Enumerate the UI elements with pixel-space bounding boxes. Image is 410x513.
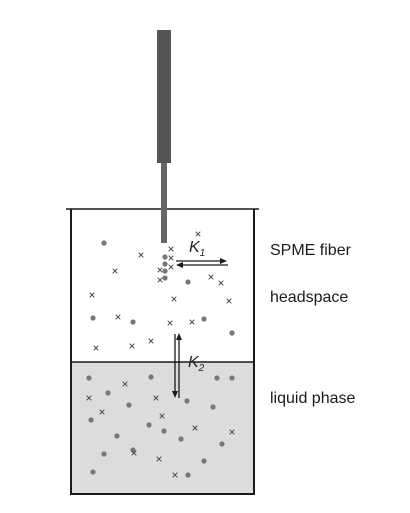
molecule-cross-icon [167,320,173,326]
spme-fiber-label: SPME fiber [270,242,351,259]
molecule-dot-icon [161,428,167,434]
molecule-cross-icon [168,264,174,270]
molecule-layer [86,231,235,478]
molecule-cross-icon [229,429,235,435]
molecule-cross-icon [131,450,137,456]
fiber-needle [161,163,167,243]
molecule-dot-icon [229,330,235,336]
k1-label: K1 [189,239,205,259]
molecule-dot-icon [214,375,220,381]
k2-equilibrium-arrows [172,333,182,398]
molecule-dot-icon [178,436,184,442]
molecule-dot-icon [90,469,96,475]
molecule-cross-icon [156,456,162,462]
molecule-cross-icon [89,292,95,298]
molecule-cross-icon [99,409,105,415]
molecule-dot-icon [101,240,107,246]
molecule-dot-icon [185,472,191,478]
molecule-cross-icon [159,413,165,419]
molecule-cross-icon [86,395,92,401]
molecule-cross-icon [208,274,214,280]
molecule-dot-icon [184,398,190,404]
molecule-cross-icon [112,268,118,274]
molecule-cross-icon [138,252,144,258]
molecule-cross-icon [129,343,135,349]
molecule-dot-icon [162,268,168,274]
molecule-dot-icon [86,375,92,381]
molecule-dot-icon [101,451,107,457]
molecule-dot-icon [146,422,152,428]
fiber-holder [157,30,171,163]
molecule-cross-icon [148,338,154,344]
molecule-cross-icon [93,345,99,351]
molecule-dot-icon [201,458,207,464]
molecule-dot-icon [229,375,235,381]
molecule-cross-icon [172,472,178,478]
molecule-dot-icon [162,275,168,281]
molecule-cross-icon [168,246,174,252]
molecule-cross-icon [168,255,174,261]
molecule-cross-icon [153,395,159,401]
molecule-dot-icon [162,261,168,267]
liquid-phase-label: liquid phase [270,390,356,407]
molecule-dot-icon [219,441,225,447]
molecule-dot-icon [148,374,154,380]
molecule-dot-icon [105,390,111,396]
k2-label: K2 [188,354,205,374]
molecule-dot-icon [130,319,136,325]
molecule-cross-icon [122,381,128,387]
molecule-dot-icon [210,404,216,410]
molecule-dot-icon [114,433,120,439]
molecule-dot-icon [162,254,168,260]
molecule-cross-icon [218,280,224,286]
molecule-cross-icon [226,298,232,304]
k1-equilibrium-arrows [176,258,228,268]
molecule-cross-icon [115,314,121,320]
molecule-dot-icon [90,315,96,321]
molecule-cross-icon [195,231,201,237]
headspace-label: headspace [270,289,349,306]
liquid-phase-region [71,362,254,494]
molecule-dot-icon [126,402,132,408]
molecule-cross-icon [189,319,195,325]
molecule-dot-icon [201,316,207,322]
molecule-cross-icon [192,425,198,431]
molecule-dot-icon [185,279,191,285]
molecule-cross-icon [157,267,163,273]
molecule-cross-icon [171,296,177,302]
molecule-dot-icon [88,417,94,423]
molecule-cross-icon [157,277,163,283]
